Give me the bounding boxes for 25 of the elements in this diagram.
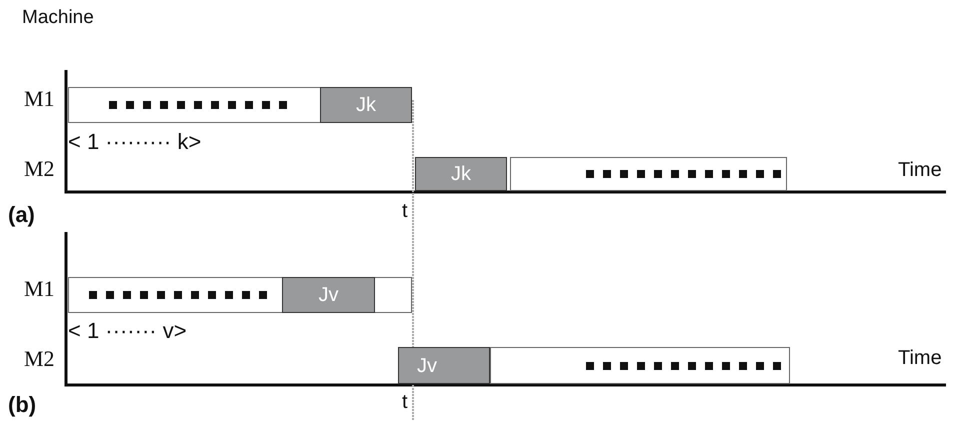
job-bar — [320, 87, 412, 123]
axis-label: t — [402, 201, 408, 221]
job-bar — [282, 277, 375, 313]
axis-label: Time — [898, 160, 942, 180]
idle-bar — [68, 277, 412, 313]
idle-bar — [68, 87, 321, 123]
axis-label: < 1 ······· v> — [68, 320, 187, 342]
job-label: Jv — [318, 285, 338, 305]
axis-label: < 1 ········· k> — [68, 131, 202, 153]
axis-label: M2 — [24, 348, 55, 370]
axis-label: t — [402, 392, 408, 412]
axis-label: M2 — [24, 158, 55, 180]
axis-label: M1 — [24, 278, 55, 300]
job-bar — [415, 157, 507, 191]
axis-label: Machine — [22, 8, 94, 27]
axis-label: (a) — [8, 204, 35, 226]
job-label: Jv — [417, 356, 437, 376]
job-bar — [398, 347, 490, 384]
idle-bar — [510, 157, 787, 191]
job-label: Jk — [451, 164, 471, 184]
axis-label: Time — [898, 348, 942, 368]
axis-label: M1 — [24, 88, 55, 110]
axis-label: (b) — [8, 394, 36, 416]
job-label: Jk — [356, 95, 376, 115]
idle-bar — [490, 347, 790, 384]
